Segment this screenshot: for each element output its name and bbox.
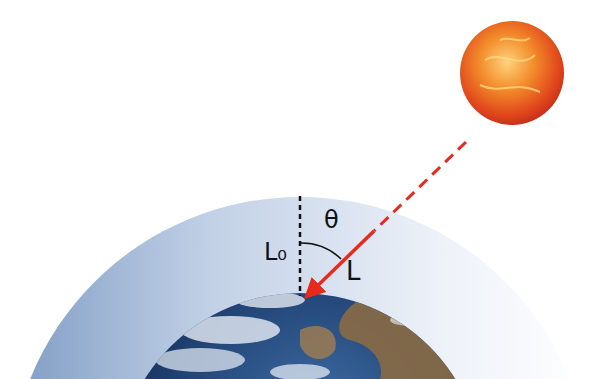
sun bbox=[460, 21, 564, 125]
sun-ray-arrow bbox=[307, 231, 374, 296]
angle-label: θ bbox=[324, 208, 339, 232]
zenith-label: L₀ bbox=[264, 240, 287, 264]
earth bbox=[117, 292, 483, 379]
sun-ray-dashed bbox=[374, 142, 466, 231]
atmosphere bbox=[9, 197, 590, 379]
ray-label: L bbox=[346, 258, 361, 284]
zenith-line bbox=[299, 196, 302, 296]
angle-arc bbox=[300, 243, 341, 259]
